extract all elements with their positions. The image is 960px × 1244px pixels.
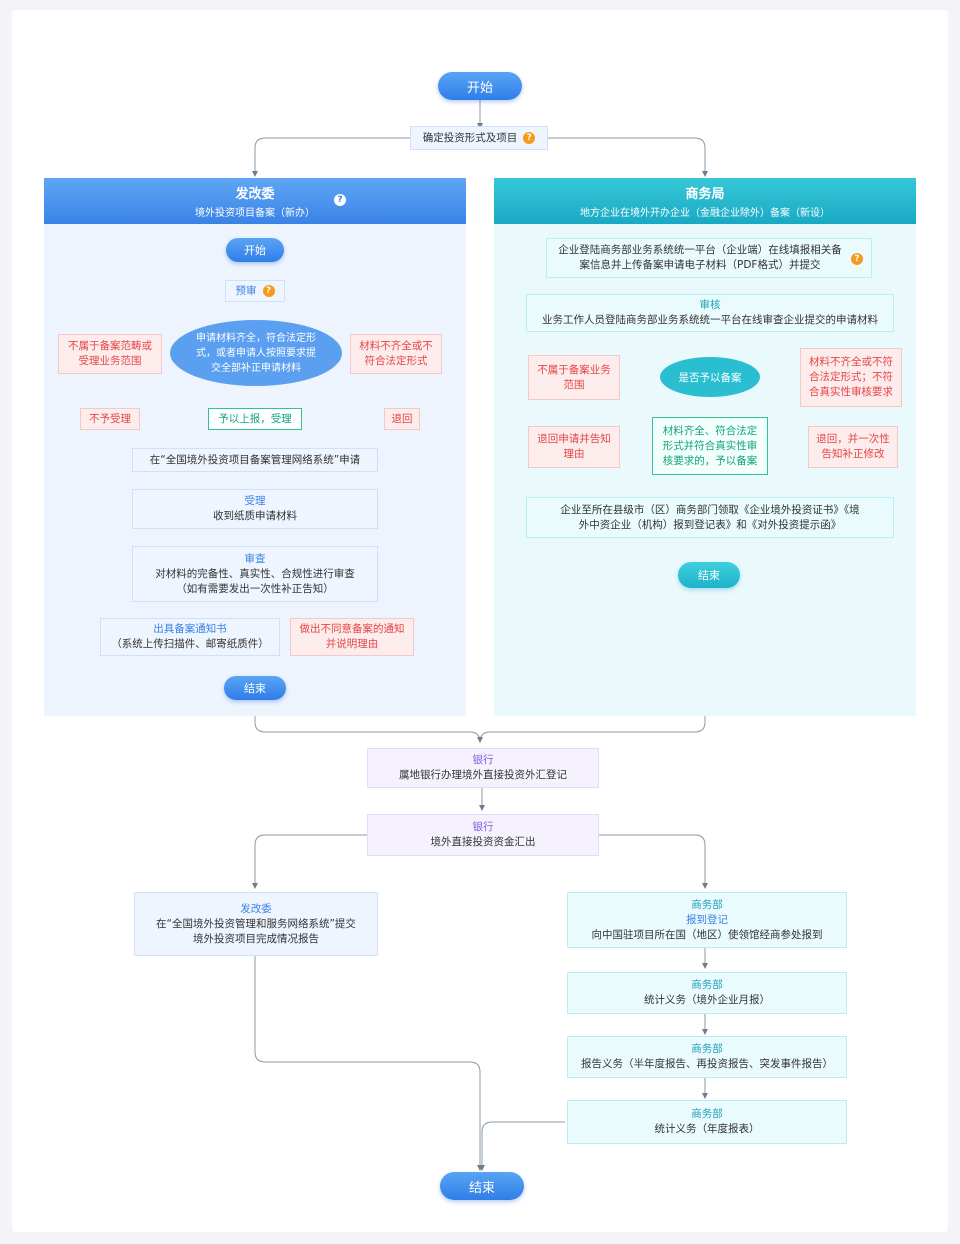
mofcom-header: 商务局 地方企业在境外开办企业（金融企业除外）备案（新设）: [494, 178, 916, 224]
mofcom-approved: 材料齐全、符合法定形式并符合真实性审核要求的，予以备案: [652, 417, 768, 475]
end-label: 结束: [468, 1180, 495, 1196]
ndrc-report-text: 在“全国境外投资管理和服务网络系统”提交境外投资项目完成情况报告: [156, 917, 356, 945]
ndrc-accept: 予以上报，受理: [208, 408, 302, 430]
ndrc-title: 发改委: [235, 187, 275, 202]
end-node: 结束: [440, 1172, 524, 1200]
mofcom-end-node: 结束: [678, 562, 740, 588]
ndrc-incomplete-text: 材料不齐全或不符合法定形式: [359, 340, 433, 367]
ndrc-review-note: （如有需要发出一次性补正告知）: [176, 582, 334, 595]
confirm-label: 确定投资形式及项目: [422, 131, 518, 144]
ndrc-start-node: 开始: [226, 238, 284, 262]
ndrc-end-label: 结束: [244, 682, 266, 695]
bank-register-step: 银行 属地银行办理境外直接投资外汇登记: [367, 748, 599, 788]
ndrc-issue-title: 出具备案通知书: [153, 623, 227, 635]
ndrc-review-step: 审查 对材料的完备性、真实性、合规性进行审查 （如有需要发出一次性补正告知）: [132, 546, 378, 602]
mofcom-return-notify-text: 退回申请并告知理由: [537, 433, 611, 460]
ndrc-receive-title: 受理: [244, 495, 266, 507]
ndrc-end-node: 结束: [224, 676, 286, 700]
mofcom-subtitle: 地方企业在境外开办企业（金融企业除外）备案（新设）: [580, 208, 830, 219]
mofcom-receive-text: 企业至所在县级市（区）商务部门领取《企业境外投资证书》《境外中资企业（机构）报到…: [560, 503, 860, 531]
mofcom-step-text: 向中国驻项目所在国（地区）使领馆经商参处报到: [591, 928, 823, 941]
mofcom-step-report: 商务部 报告义务（半年度报告、再投资报告、突发事件报告）: [567, 1036, 847, 1078]
mofcom-out-of-scope-text: 不属于备案业务范围: [537, 363, 611, 391]
ndrc-receive-text: 收到纸质申请材料: [213, 510, 297, 522]
mofcom-decision: 是否予以备案: [660, 357, 760, 397]
mofcom-submit-text: 企业登陆商务部业务系统统一平台（企业端）在线填报相关备案信息并上传备案申请电子材…: [558, 244, 842, 271]
ndrc-incomplete: 材料不齐全或不符合法定形式: [350, 334, 442, 374]
bank-register-text: 属地银行办理境外直接投资外汇登记: [399, 769, 567, 781]
ndrc-condition: 申请材料齐全，符合法定形式，或者申请人按照要求提交全部补正申请材料: [170, 320, 342, 386]
mofcom-title: 商务局: [685, 187, 725, 202]
bank-remit-step: 银行 境外直接投资资金汇出: [367, 814, 599, 856]
ndrc-review-title: 审查: [244, 552, 266, 565]
mofcom-end-label: 结束: [698, 569, 720, 582]
pre-review-step: 预审 ?: [225, 280, 285, 302]
flowchart-canvas: 开始 确定投资形式及项目 ? 发改委 境外投资项目备案（新办） ? 开始 预审 …: [12, 10, 948, 1232]
mofcom-step-register: 商务部 报到登记 向中国驻项目所在国（地区）使领馆经商参处报到: [567, 892, 847, 948]
ndrc-apply-text: 在“全国境外投资项目备案管理网络系统”申请: [149, 453, 361, 466]
mofcom-step-subtitle: 报到登记: [686, 913, 728, 926]
ndrc-deny-text: 做出不同意备案的通知并说明理由: [299, 623, 405, 650]
mofcom-return-notify: 退回申请并告知理由: [528, 426, 620, 468]
mofcom-audit-step: 审核 业务工作人员登陆商务部业务系统统一平台在线审查企业提交的申请材料: [526, 294, 894, 332]
ndrc-review-text: 对材料的完备性、真实性、合规性进行审查: [155, 567, 355, 580]
ndrc-start-label: 开始: [244, 244, 266, 257]
mofcom-step-title: 商务部: [691, 898, 723, 911]
mofcom-step-title: 商务部: [691, 1108, 723, 1120]
ndrc-reject-text: 不予受理: [89, 412, 131, 425]
mofcom-approved-text: 材料齐全、符合法定形式并符合真实性审核要求的，予以备案: [662, 424, 758, 467]
mofcom-decision-text: 是否予以备案: [678, 371, 742, 384]
ndrc-report-title: 发改委: [240, 902, 272, 915]
mofcom-step-text: 报告义务（半年度报告、再投资报告、突发事件报告）: [581, 1058, 833, 1070]
mofcom-step-text: 统计义务（年度报表）: [654, 1123, 760, 1135]
ndrc-condition-text: 申请材料齐全，符合法定形式，或者申请人按照要求提交全部补正申请材料: [196, 332, 316, 374]
mofcom-submit-step: 企业登陆商务部业务系统统一平台（企业端）在线填报相关备案信息并上传备案申请电子材…: [546, 238, 872, 278]
ndrc-out-of-scope: 不属于备案范畴或受理业务范围: [58, 334, 162, 374]
ndrc-issue-step: 出具备案通知书 （系统上传扫描件、邮寄纸质件）: [100, 618, 280, 656]
pre-review-label: 预审: [235, 284, 257, 297]
mofcom-out-of-scope: 不属于备案业务范围: [528, 355, 620, 400]
start-node: 开始: [438, 72, 522, 100]
ndrc-subtitle: 境外投资项目备案（新办）: [195, 208, 315, 219]
mofcom-incomplete-text: 材料不齐全或不符合法定形式；不符合真实性审核要求: [809, 356, 893, 398]
confirm-step: 确定投资形式及项目 ?: [410, 126, 548, 150]
question-icon[interactable]: ?: [262, 285, 275, 297]
start-label: 开始: [466, 80, 493, 96]
mofcom-incomplete: 材料不齐全或不符合法定形式；不符合真实性审核要求: [800, 348, 902, 407]
question-icon[interactable]: ?: [851, 253, 863, 265]
ndrc-return: 退回: [384, 408, 420, 430]
mofcom-receive-step: 企业至所在县级市（区）商务部门领取《企业境外投资证书》《境外中资企业（机构）报到…: [526, 497, 894, 538]
ndrc-apply-step: 在“全国境外投资项目备案管理网络系统”申请: [132, 448, 378, 472]
ndrc-return-text: 退回: [391, 412, 413, 425]
mofcom-audit-title: 审核: [699, 299, 721, 311]
bank-remit-title: 银行: [472, 821, 494, 833]
bank-remit-text: 境外直接投资资金汇出: [430, 836, 536, 848]
ndrc-header: 发改委 境外投资项目备案（新办） ?: [44, 178, 466, 224]
ndrc-deny-step: 做出不同意备案的通知并说明理由: [290, 618, 414, 656]
mofcom-step-title: 商务部: [691, 979, 723, 991]
mofcom-step-text: 统计义务（境外企业月报）: [644, 994, 770, 1006]
mofcom-step-annual: 商务部 统计义务（年度报表）: [567, 1100, 847, 1144]
mofcom-return-once: 退回，并一次性告知补正修改: [808, 426, 898, 468]
ndrc-accept-text: 予以上报，受理: [218, 412, 292, 425]
ndrc-report-step: 发改委 在“全国境外投资管理和服务网络系统”提交境外投资项目完成情况报告: [134, 892, 378, 956]
question-icon[interactable]: ?: [523, 132, 536, 144]
question-icon[interactable]: ?: [334, 194, 346, 206]
mofcom-step-title: 商务部: [691, 1043, 723, 1055]
bank-register-title: 银行: [472, 754, 494, 766]
ndrc-out-of-scope-text: 不属于备案范畴或受理业务范围: [68, 340, 152, 367]
ndrc-receive-step: 受理 收到纸质申请材料: [132, 489, 378, 529]
mofcom-step-monthly: 商务部 统计义务（境外企业月报）: [567, 972, 847, 1014]
mofcom-audit-text: 业务工作人员登陆商务部业务系统统一平台在线审查企业提交的申请材料: [542, 314, 878, 326]
ndrc-reject: 不予受理: [80, 408, 140, 430]
ndrc-issue-text: （系统上传扫描件、邮寄纸质件）: [111, 638, 269, 650]
mofcom-return-once-text: 退回，并一次性告知补正修改: [816, 433, 890, 460]
